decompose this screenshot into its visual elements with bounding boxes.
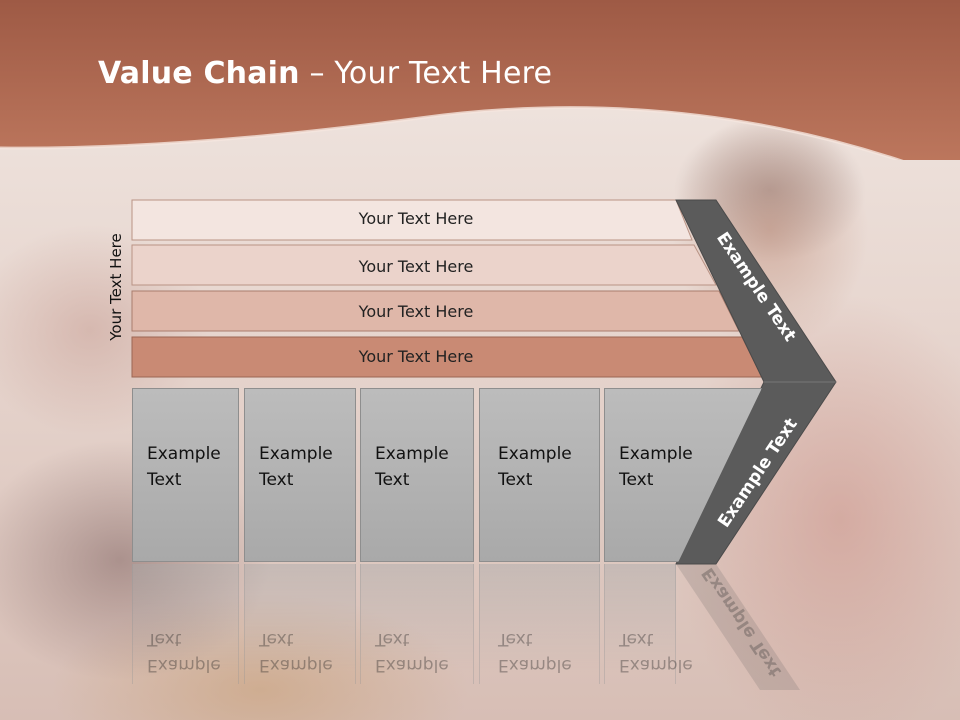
side-label-text: Your Text Here (107, 233, 125, 341)
box-2-reflect-line1: Example (259, 655, 333, 675)
box-3-line2: Text (375, 470, 410, 490)
box-4-line1: Example (498, 444, 572, 464)
box-5-reflect-line1: Example (619, 655, 693, 675)
primary-box-5-reflection: Example Text (604, 564, 693, 684)
support-bar-3-label: Your Text Here (358, 302, 474, 321)
box-5-reflect-line2: Text (619, 629, 654, 649)
primary-box-1-reflection: Example Text (132, 564, 239, 684)
box-2-line2: Text (259, 470, 294, 490)
support-bar-1-label: Your Text Here (358, 209, 474, 228)
support-bar-2-label: Your Text Here (358, 257, 474, 276)
primary-box-2-reflection: Example Text (244, 564, 356, 684)
box-1-reflect-line2: Text (147, 629, 182, 649)
box-4-line2: Text (498, 470, 533, 490)
title-bold: Value Chain (98, 56, 300, 91)
box-4-reflect-line1: Example (498, 655, 572, 675)
box-3-line1: Example (375, 444, 449, 464)
box-1-line1: Example (147, 444, 221, 464)
box-4-reflect-line2: Text (498, 629, 533, 649)
primary-box-3-reflection: Example Text (360, 564, 474, 684)
box-5-line1: Example (619, 444, 693, 464)
box-3-reflect-line2: Text (375, 629, 410, 649)
header-band (0, 0, 960, 160)
slide-title: Value Chain – Your Text Here (98, 56, 552, 91)
title-rest: – Your Text Here (299, 56, 553, 91)
box-5-line2: Text (619, 470, 654, 490)
support-bar-4-label: Your Text Here (358, 347, 474, 366)
box-1-reflect-line1: Example (147, 655, 221, 675)
primary-box-4-reflection: Example Text (479, 564, 600, 684)
box-1-line2: Text (147, 470, 182, 490)
box-2-reflect-line2: Text (259, 629, 294, 649)
box-2-line1: Example (259, 444, 333, 464)
box-3-reflect-line1: Example (375, 655, 449, 675)
